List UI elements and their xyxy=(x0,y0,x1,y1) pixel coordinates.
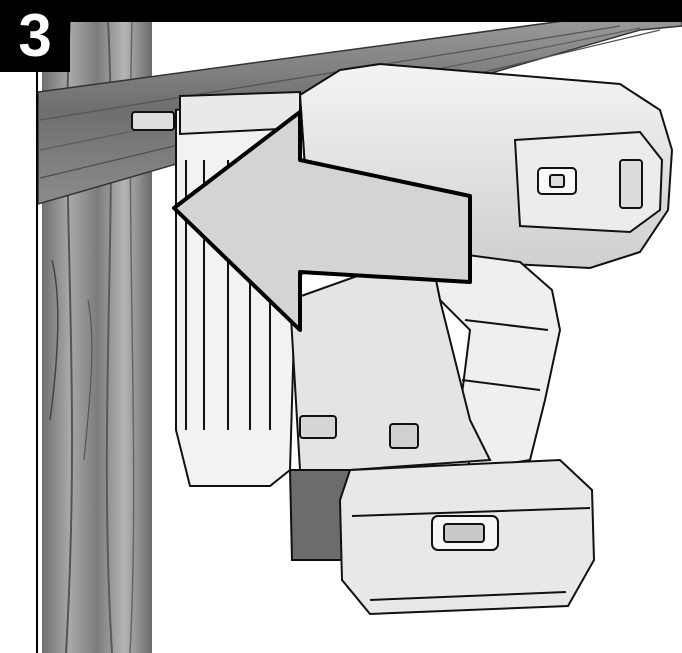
arrow-left-icon xyxy=(172,110,472,332)
nailer-tool-icon xyxy=(131,62,674,616)
step-number-badge: 3 xyxy=(0,0,70,72)
left-rule xyxy=(36,0,38,653)
top-bar xyxy=(38,0,682,22)
